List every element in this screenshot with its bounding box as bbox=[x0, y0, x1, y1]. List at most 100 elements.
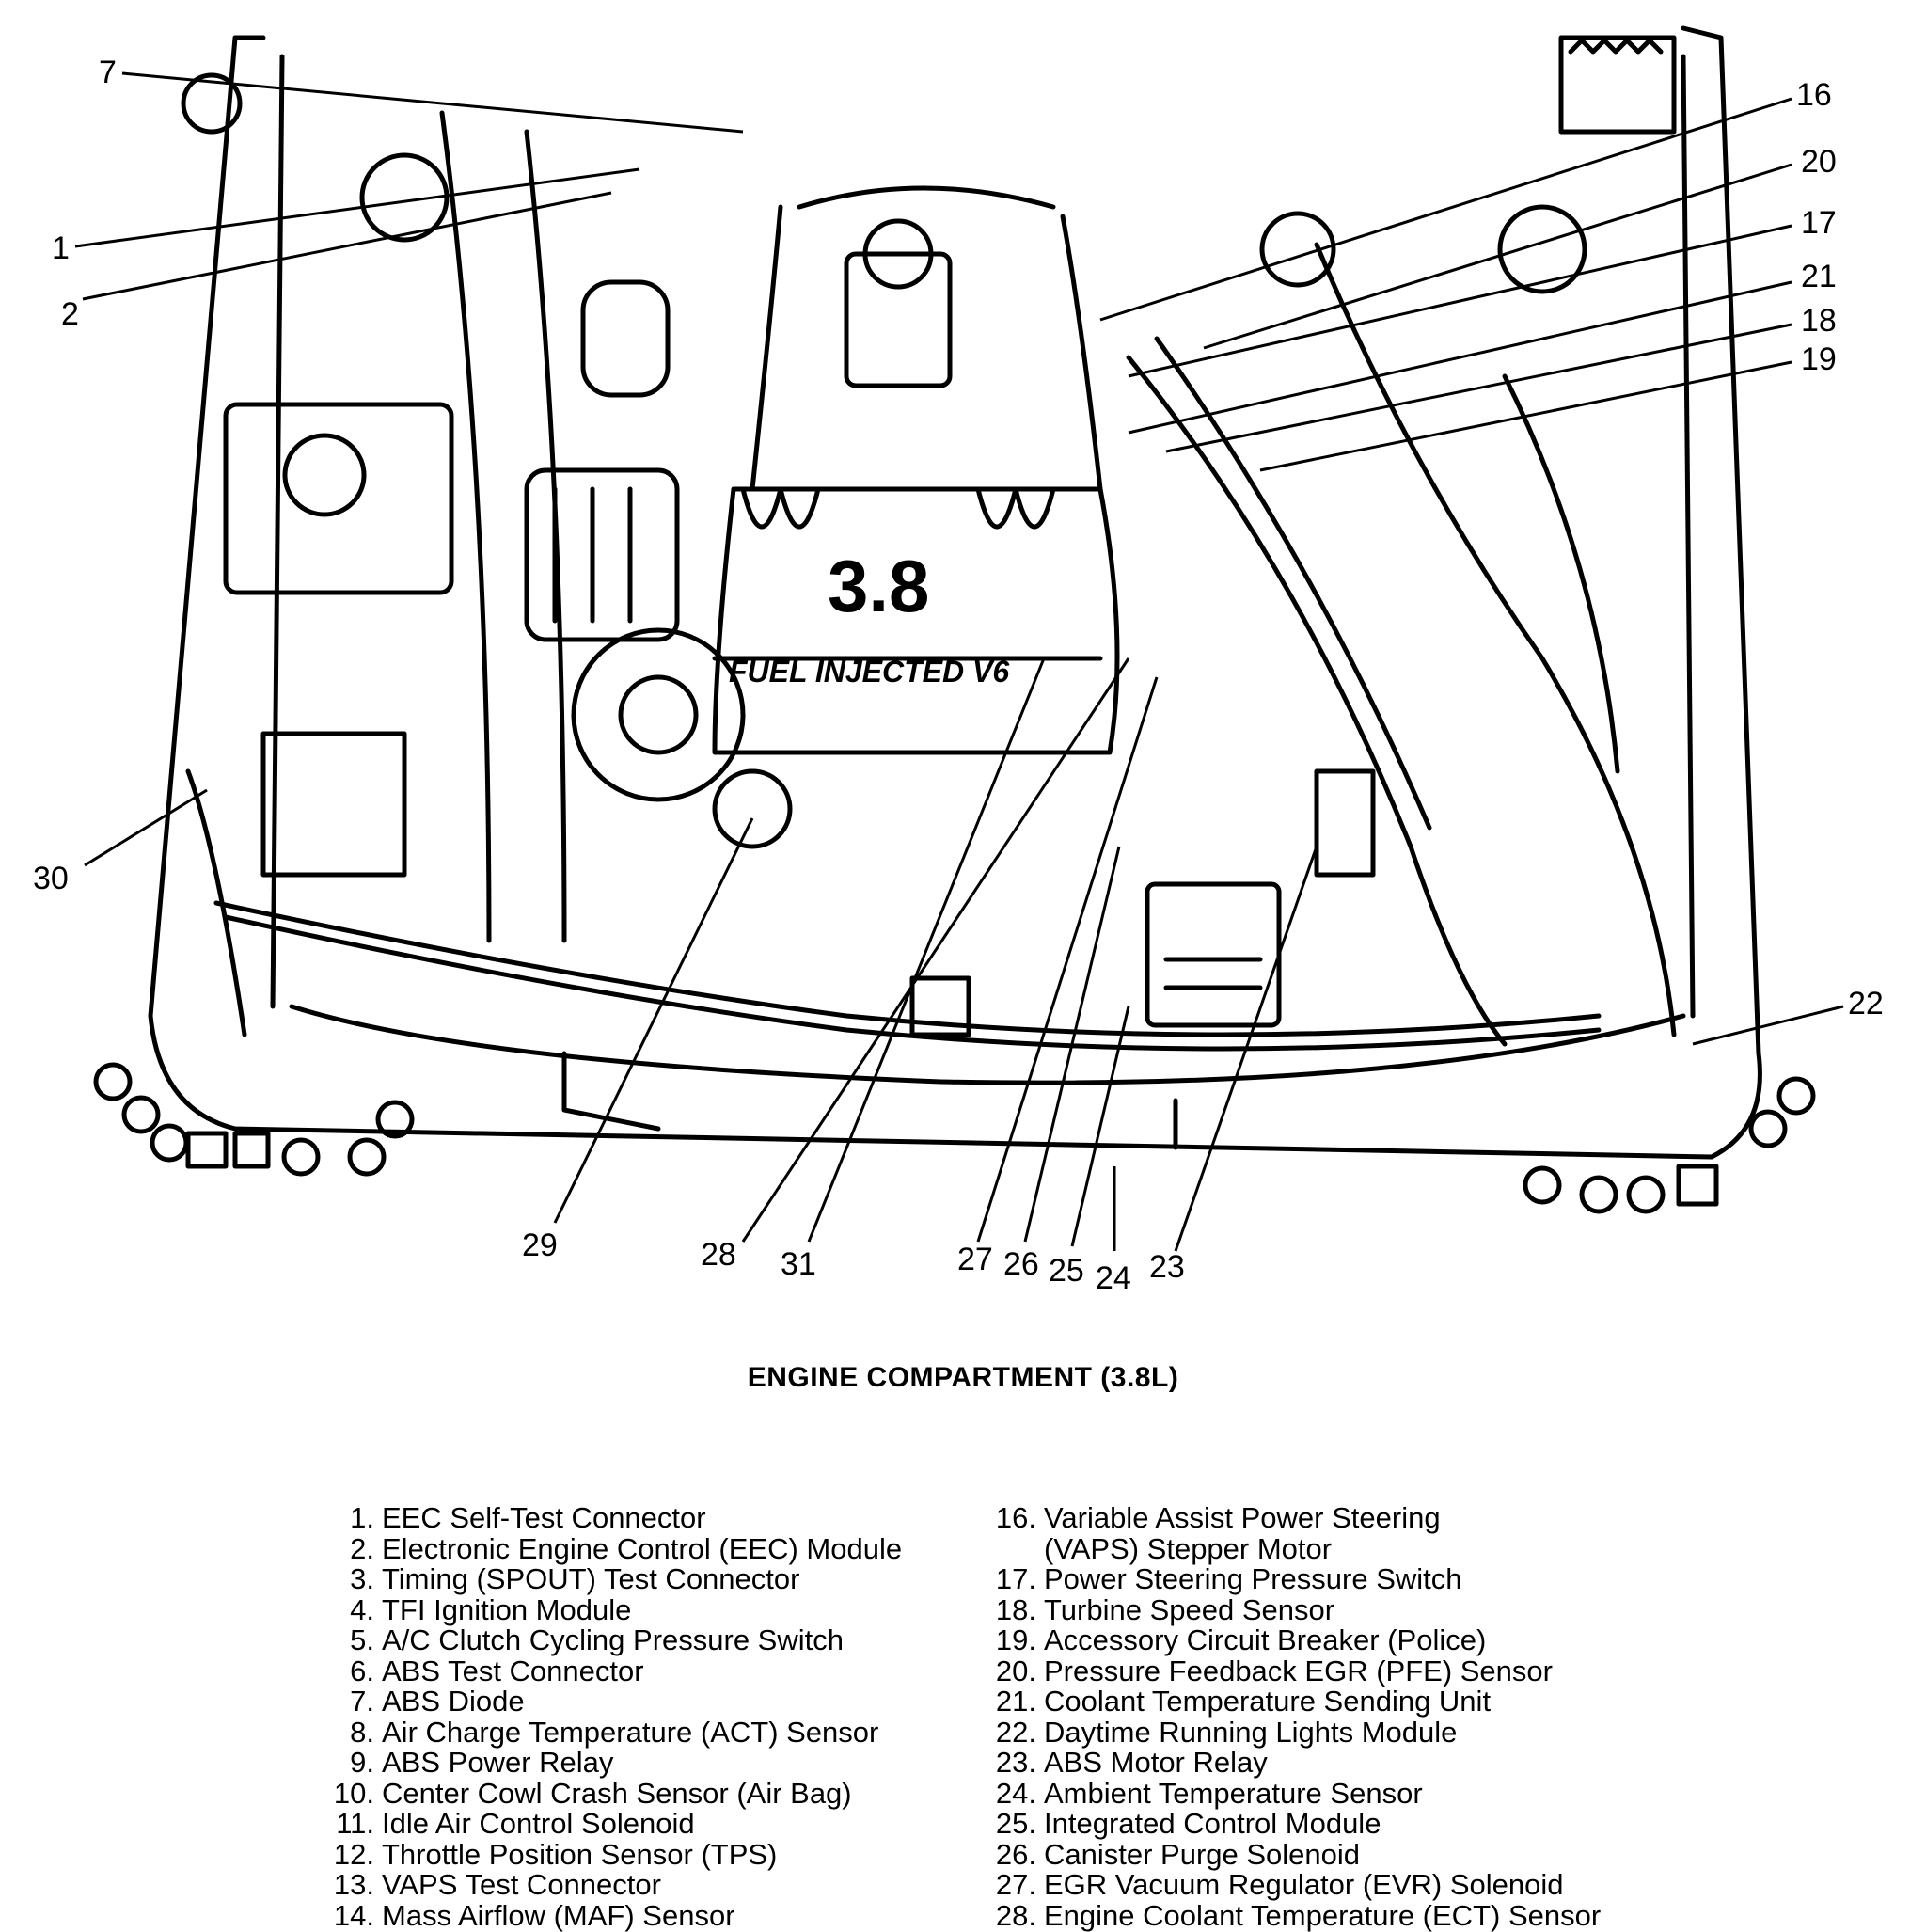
callout-20: 20 bbox=[1801, 144, 1837, 180]
callout-17: 17 bbox=[1801, 205, 1837, 241]
legend-number: 21. bbox=[995, 1685, 1036, 1718]
legend-label: ABS Motor Relay bbox=[1044, 1746, 1268, 1779]
legend-label: EGR Vacuum Regulator (EVR) Solenoid bbox=[1044, 1868, 1564, 1901]
legend-label: Idle Air Control Solenoid bbox=[382, 1807, 695, 1840]
callout-24: 24 bbox=[1096, 1260, 1131, 1296]
legend-item: 24.Ambient Temperature Sensor bbox=[989, 1776, 1648, 1810]
legend-item: 1.EEC Self-Test Connector bbox=[327, 1501, 948, 1534]
callout-22: 22 bbox=[1848, 986, 1884, 1021]
legend-label: TFI Ignition Module bbox=[382, 1592, 632, 1626]
callout-16: 16 bbox=[1796, 77, 1832, 113]
legend-label: Pressure Feedback EGR (PFE) Sensor bbox=[1044, 1654, 1553, 1687]
callout-21: 21 bbox=[1801, 259, 1837, 294]
legend-label: Daytime Running Lights Module bbox=[1044, 1715, 1458, 1749]
connector-bundle-right bbox=[1523, 1076, 1816, 1214]
callout-leader-lines bbox=[74, 71, 1844, 1252]
legend-number: 20. bbox=[995, 1654, 1036, 1687]
legend-label: VAPS Test Connector bbox=[382, 1868, 661, 1901]
legend-item: 25.Integrated Control Module bbox=[989, 1807, 1648, 1840]
engine-badge-label: FUEL INJECTED V6 bbox=[729, 655, 1009, 689]
legend-label: Coolant Temperature Sending Unit bbox=[1044, 1685, 1492, 1718]
legend-number: 22. bbox=[995, 1715, 1036, 1749]
legend-item: 26.Canister Purge Solenoid bbox=[989, 1837, 1648, 1871]
callout-18: 18 bbox=[1801, 303, 1837, 339]
legend-label: Throttle Position Sensor (TPS) bbox=[382, 1837, 778, 1871]
legend-number: 24. bbox=[995, 1776, 1036, 1810]
legend-label: Center Cowl Crash Sensor (Air Bag) bbox=[382, 1776, 852, 1810]
legend-item: 20.Pressure Feedback EGR (PFE) Sensor bbox=[989, 1654, 1648, 1687]
legend-number: 13. bbox=[333, 1868, 374, 1901]
engine-drawing: 3.8 FUEL INJECTED V6 bbox=[33, 25, 1884, 1296]
legend-item: 3.Timing (SPOUT) Test Connector bbox=[327, 1562, 948, 1595]
legend-number: 19. bbox=[995, 1623, 1036, 1656]
legend-right-column: 16.Variable Assist Power Steering(VAPS) … bbox=[989, 1501, 1648, 1932]
legend-item: 11.Idle Air Control Solenoid bbox=[327, 1807, 948, 1840]
distributor bbox=[524, 279, 680, 642]
legend-label: EEC Self-Test Connector bbox=[382, 1501, 706, 1534]
legend-number: 2. bbox=[350, 1531, 374, 1565]
legend-number: 25. bbox=[995, 1807, 1036, 1840]
legend-number: 6. bbox=[350, 1654, 374, 1687]
legend-label: Air Charge Temperature (ACT) Sensor bbox=[382, 1715, 879, 1749]
callout-26: 26 bbox=[1003, 1246, 1039, 1282]
alternator bbox=[571, 627, 793, 849]
engine-compartment-diagram: 3.8 FUEL INJECTED V6 bbox=[33, 25, 1884, 1296]
legend-label: Electronic Engine Control (EEC) Module bbox=[382, 1531, 903, 1565]
legend-item: 4.TFI Ignition Module bbox=[327, 1592, 948, 1626]
callout-29: 29 bbox=[522, 1227, 558, 1263]
legend-item: 22.Daytime Running Lights Module bbox=[989, 1715, 1648, 1749]
legend-label: A/C Clutch Cycling Pressure Switch bbox=[382, 1623, 844, 1656]
callout-30: 30 bbox=[33, 861, 69, 896]
legend-number: 12. bbox=[333, 1837, 374, 1871]
legend-item: 19.Accessory Circuit Breaker (Police) bbox=[989, 1623, 1648, 1656]
legend-label: ABS Diode bbox=[382, 1685, 525, 1718]
legend-label: Power Steering Pressure Switch bbox=[1044, 1562, 1462, 1595]
callout-31: 31 bbox=[781, 1246, 816, 1282]
legend-item: 27.EGR Vacuum Regulator (EVR) Solenoid bbox=[989, 1868, 1648, 1901]
legend-label: Timing (SPOUT) Test Connector bbox=[382, 1562, 800, 1595]
legend-label: Integrated Control Module bbox=[1044, 1807, 1381, 1840]
legend-label: ABS Test Connector bbox=[382, 1654, 644, 1687]
legend-item: 10.Center Cowl Crash Sensor (Air Bag) bbox=[327, 1776, 948, 1810]
legend-number: 23. bbox=[995, 1746, 1036, 1779]
legend-item: 2.Electronic Engine Control (EEC) Module bbox=[327, 1531, 948, 1565]
callout-2: 2 bbox=[61, 296, 79, 332]
legend-label: ABS Power Relay bbox=[382, 1746, 614, 1779]
legend-number: 28. bbox=[995, 1898, 1036, 1932]
legend-item: 23.ABS Motor Relay bbox=[989, 1746, 1648, 1779]
engine-displacement-label: 3.8 bbox=[828, 545, 929, 627]
legend-label: Variable Assist Power Steering bbox=[1044, 1501, 1441, 1534]
legend-number: 5. bbox=[350, 1623, 374, 1656]
callout-labels: 7 1 2 16 20 17 21 18 19 30 22 29 28 31 2… bbox=[33, 55, 1884, 1296]
callout-25: 25 bbox=[1049, 1253, 1084, 1289]
callout-23: 23 bbox=[1149, 1249, 1185, 1285]
legend-label: Turbine Speed Sensor bbox=[1044, 1592, 1335, 1626]
legend-item: 8.Air Charge Temperature (ACT) Sensor bbox=[327, 1715, 948, 1749]
legend-number: 27. bbox=[995, 1868, 1036, 1901]
battery bbox=[223, 402, 454, 878]
legend-item: 16.Variable Assist Power Steering bbox=[989, 1501, 1648, 1534]
legend-item: 6.ABS Test Connector bbox=[327, 1654, 948, 1687]
legend-label: (VAPS) Stepper Motor bbox=[1044, 1531, 1333, 1565]
legend-label: Ambient Temperature Sensor bbox=[1044, 1776, 1423, 1810]
legend-label: Accessory Circuit Breaker (Police) bbox=[1044, 1623, 1487, 1656]
top-right-components bbox=[181, 35, 1677, 294]
legend-number: 4. bbox=[350, 1592, 374, 1626]
legend-item: 18.Turbine Speed Sensor bbox=[989, 1592, 1648, 1626]
connector-bundle-left bbox=[93, 1062, 415, 1177]
legend-number: 16. bbox=[995, 1501, 1036, 1534]
legend-item: 17.Power Steering Pressure Switch bbox=[989, 1562, 1648, 1595]
legend-number: 11. bbox=[336, 1807, 374, 1840]
legend-number: 10. bbox=[333, 1776, 374, 1810]
callout-27: 27 bbox=[957, 1242, 993, 1277]
legend-item: (VAPS) Stepper Motor bbox=[989, 1531, 1648, 1565]
engine-block: 3.8 FUEL INJECTED V6 bbox=[712, 185, 1120, 755]
legend-number: 8. bbox=[350, 1715, 374, 1749]
legend-number: 1. bbox=[350, 1501, 374, 1534]
callout-1: 1 bbox=[52, 230, 70, 266]
legend-item: 5.A/C Clutch Cycling Pressure Switch bbox=[327, 1623, 948, 1656]
legend-item: 14.Mass Airflow (MAF) Sensor bbox=[327, 1898, 948, 1932]
legend-label: Mass Airflow (MAF) Sensor bbox=[382, 1898, 735, 1932]
legend-label: Canister Purge Solenoid bbox=[1044, 1837, 1361, 1871]
